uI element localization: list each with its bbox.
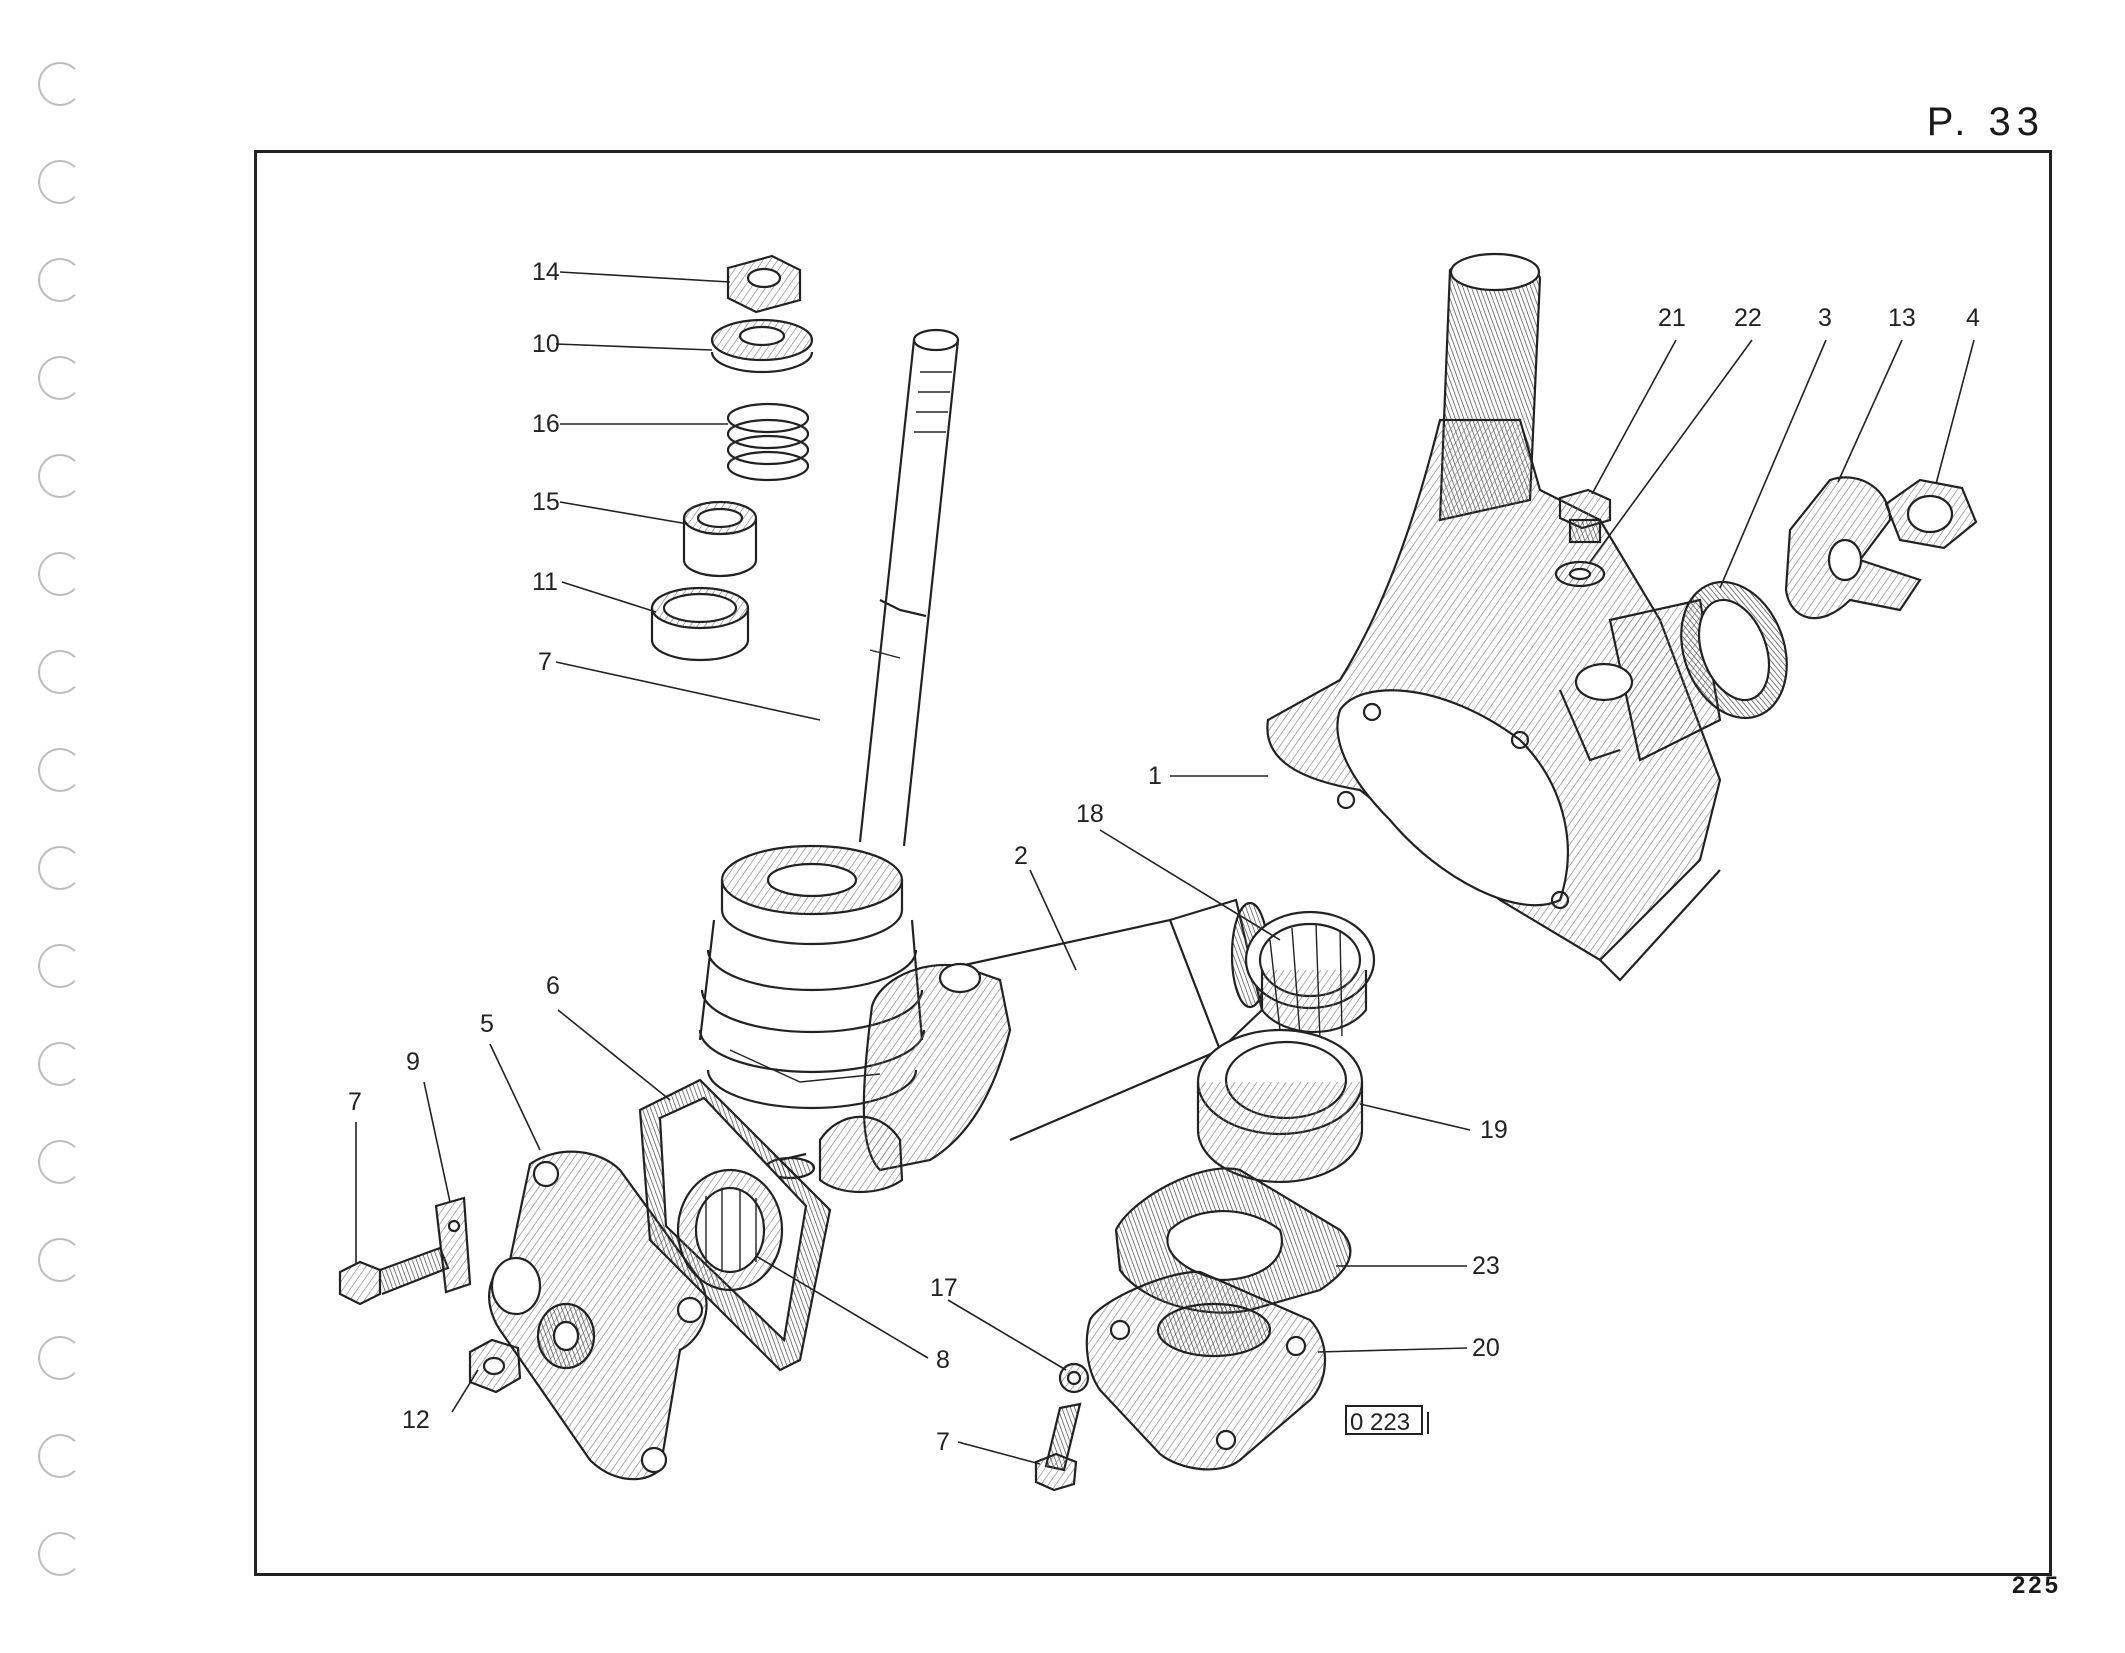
- callout-9: 7: [538, 648, 552, 676]
- callout-12: 11: [532, 568, 558, 596]
- binder-hole: [38, 1336, 82, 1380]
- callout-23: 22: [1734, 304, 1762, 332]
- callout-5: 5: [480, 1010, 494, 1038]
- part-20-ring: [1196, 1028, 1364, 1184]
- binder-hole: [38, 160, 82, 204]
- callout-16: 15: [532, 488, 560, 516]
- callout-7-bottom: 7: [936, 1428, 950, 1456]
- part-2-sector-shaft: [764, 898, 1270, 1194]
- part-10-tab: [434, 1196, 472, 1294]
- binder-hole: [38, 356, 82, 400]
- binder-hole: [38, 1532, 82, 1576]
- part-23-washer: [1554, 560, 1606, 588]
- part-19-roller-cage: [1244, 910, 1376, 1041]
- callout-2: 2: [1014, 842, 1028, 870]
- callout-17: 16: [532, 410, 560, 438]
- callout-labels: 14 10 16 15 11 7 1 2 18 19 23 20 21 22 3…: [348, 258, 1980, 1456]
- binder-hole: [38, 846, 82, 890]
- callout-10: 9: [406, 1048, 420, 1076]
- page-reference: P. 33: [1926, 100, 2045, 144]
- callout-20: 19: [1480, 1116, 1508, 1144]
- part-18-lockwasher: [1058, 1362, 1090, 1394]
- part-3-gasket-ring: [1680, 580, 1788, 720]
- callout-21: 20: [1472, 1334, 1500, 1362]
- binder-hole: [38, 454, 82, 498]
- binder-hole: [38, 62, 82, 106]
- diagram-frame: [254, 150, 2052, 1576]
- binder-hole: [38, 748, 82, 792]
- part-15-nut: [726, 254, 802, 314]
- leader-lines: [355, 271, 1975, 1465]
- binder-hole: [38, 1042, 82, 1086]
- part-16-bush: [682, 500, 758, 578]
- binder-hole: [38, 552, 82, 596]
- binder-hole: [38, 944, 82, 988]
- part-13-nut: [468, 1338, 522, 1394]
- part-21-plate: [1085, 1270, 1327, 1471]
- binder-hole: [38, 258, 82, 302]
- callout-18: 17: [930, 1274, 958, 1302]
- callout-4: 4: [1966, 304, 1980, 332]
- callout-8: 8: [936, 1346, 950, 1374]
- page-number: 225: [2011, 1572, 2061, 1599]
- part-14-lock-washer: [1784, 476, 1922, 620]
- callout-24: 23: [1472, 1252, 1500, 1280]
- figure-reference-box: 0 223: [1345, 1405, 1429, 1436]
- part-1-housing: [1266, 252, 1722, 982]
- figure-reference: 0 223: [1350, 1409, 1410, 1436]
- binder-hole: [38, 650, 82, 694]
- binder-hole: [38, 1140, 82, 1184]
- callout-13: 12: [402, 1406, 430, 1434]
- part-8-roller-bearing: [676, 1168, 784, 1292]
- part-17-spring: [726, 402, 810, 482]
- callout-6: 6: [546, 972, 560, 1000]
- callout-15: 14: [532, 258, 560, 286]
- part-7-bolt-bottom: [1034, 1402, 1082, 1492]
- part-12-bearing: [650, 586, 750, 662]
- callout-11: 10: [532, 330, 560, 358]
- part-22-plug: [1558, 488, 1612, 544]
- callout-22: 21: [1658, 304, 1686, 332]
- binder-hole: [38, 1238, 82, 1282]
- callout-1: 1: [1148, 762, 1162, 790]
- callout-19: 18: [1076, 800, 1104, 828]
- binder-hole: [38, 1434, 82, 1478]
- callout-7-left: 7: [348, 1088, 362, 1116]
- part-11-washer: [710, 318, 814, 374]
- callout-3: 3: [1818, 304, 1832, 332]
- part-4-nut: [1884, 478, 1978, 550]
- callout-14: 13: [1888, 304, 1916, 332]
- part-9-shaft: [698, 328, 960, 1110]
